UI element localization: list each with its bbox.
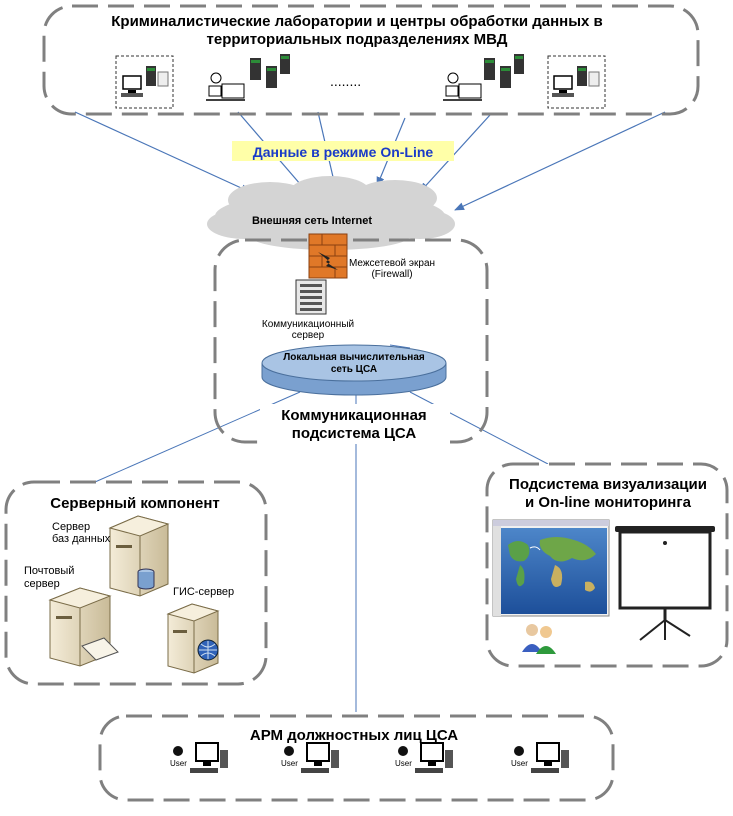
users-icon xyxy=(522,624,556,654)
gis-server-icon xyxy=(166,603,220,674)
arrows-to-internet xyxy=(74,111,666,211)
arm-workstation-3 xyxy=(398,742,453,773)
arrow-5 xyxy=(419,114,491,193)
mail-server-line2: сервер xyxy=(24,578,60,590)
arm-user-label-4: User xyxy=(511,759,528,768)
online-label-bg xyxy=(232,141,454,161)
lab-workstation-2 xyxy=(206,54,290,101)
labs-title-line1: Криминалистические лаборатории и центры … xyxy=(111,13,603,30)
arm-user-label-2: User xyxy=(281,759,298,768)
lab-workstation-4 xyxy=(547,55,606,109)
arrow-6 xyxy=(454,111,666,211)
lan-disk xyxy=(261,344,447,396)
db-server-icon xyxy=(108,515,170,597)
comm-server-line1: Коммуникационный xyxy=(262,319,354,330)
mail-server-icon xyxy=(48,587,119,667)
arm-workstation-2 xyxy=(284,742,339,773)
online-label: Данные в режиме On-Line xyxy=(253,144,434,160)
db-server-line1: Сервер xyxy=(52,521,90,533)
gis-server-label: ГИС-сервер xyxy=(173,586,234,598)
arm-user-label-1: User xyxy=(170,759,187,768)
server-component-title: Серверный компонент xyxy=(50,495,220,512)
comm-subsystem-label-bg xyxy=(260,404,450,444)
arm-border xyxy=(98,714,615,802)
internet-label: Внешняя сеть Internet xyxy=(252,215,372,227)
comm-server-line2: сервер xyxy=(292,330,325,341)
labs-title-line2: территориальных подразделениях МВД xyxy=(207,31,508,48)
lan-line1: Локальная вычислительная xyxy=(283,352,425,363)
projector-screen-icon xyxy=(615,526,715,641)
db-server-line2: баз данных xyxy=(52,533,111,545)
arm-user-label-3: User xyxy=(395,759,412,768)
firewall-line1: Межсетевой экран xyxy=(349,258,435,269)
lab-workstation-3 xyxy=(443,54,524,101)
labs-group-border xyxy=(42,4,700,116)
mail-server-line1: Почтовый xyxy=(24,565,74,577)
visualization-title-line2: и On-line мониторинга xyxy=(525,494,692,511)
arm-workstation-4 xyxy=(514,742,569,773)
firewall-line2: (Firewall) xyxy=(371,269,412,280)
arm-title: АРМ должностных лиц ЦСА xyxy=(250,727,458,744)
comm-subsystem-line1: Коммуникационная xyxy=(281,407,426,424)
arrow-1 xyxy=(74,111,251,193)
arm-workstation-1 xyxy=(173,742,228,773)
lan-line2: сеть ЦСА xyxy=(331,364,377,375)
labs-ellipsis: ........ xyxy=(330,73,361,89)
visualization-title-line1: Подсистема визуализации xyxy=(509,476,707,493)
firewall-icon xyxy=(308,233,348,279)
comm-server-icon xyxy=(295,279,327,315)
comm-subsystem-line2: подсистема ЦСА xyxy=(292,425,417,442)
lab-workstation-1 xyxy=(115,55,174,109)
gis-map-window xyxy=(492,519,610,617)
